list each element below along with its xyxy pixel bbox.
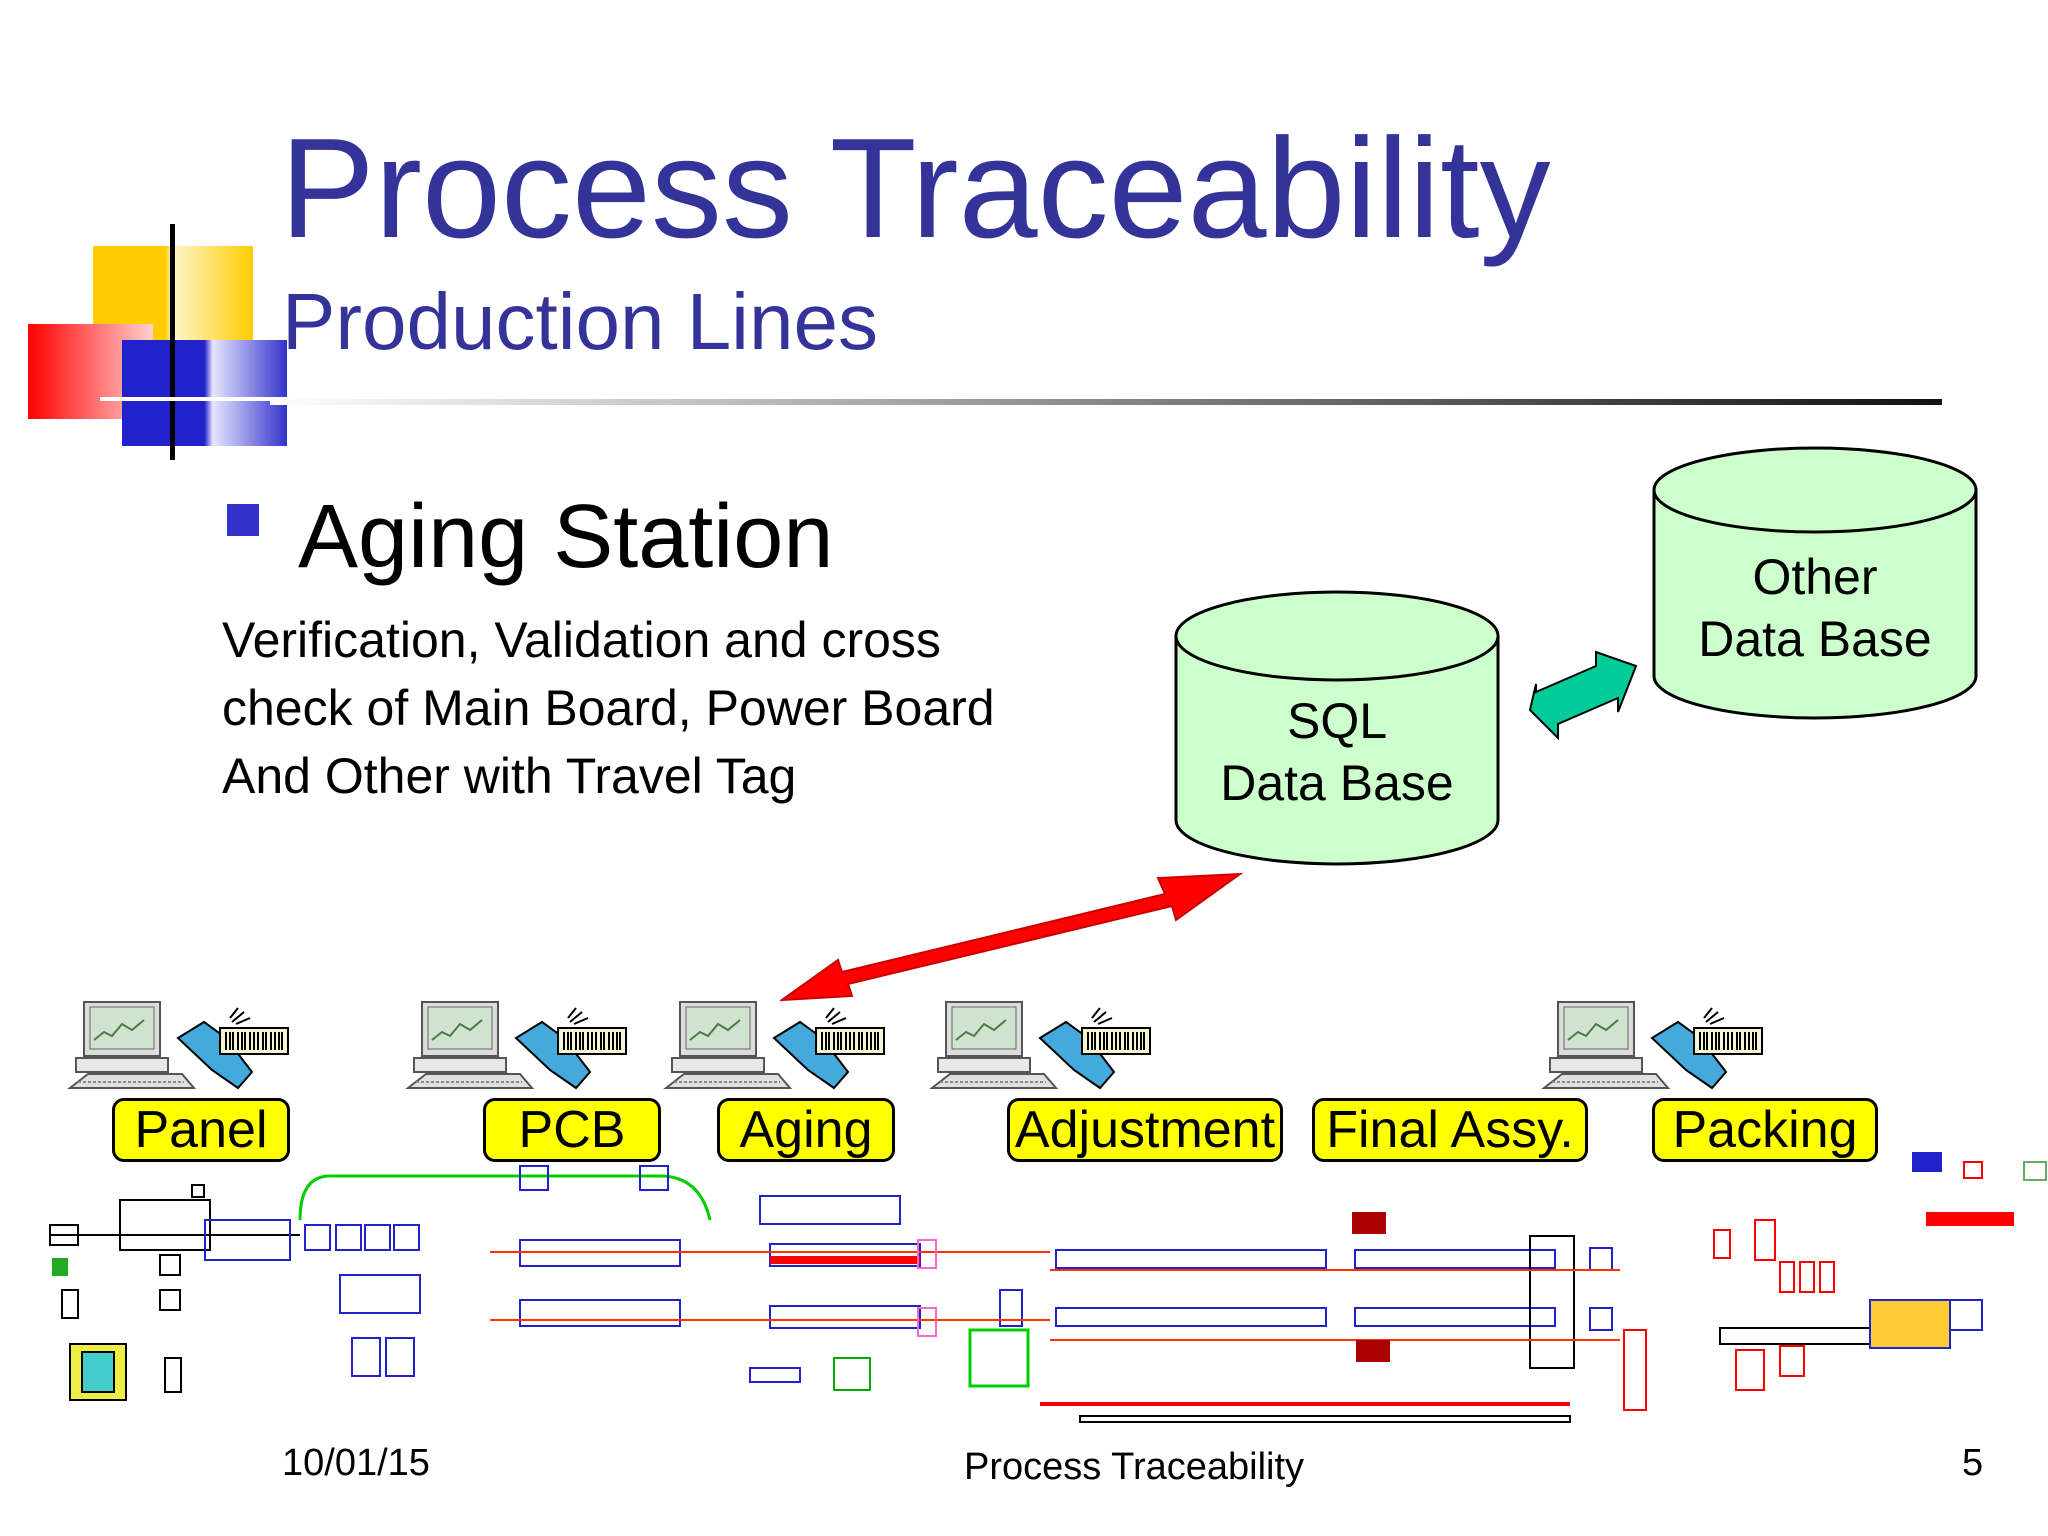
sql-database-line1: SQL	[1286, 693, 1388, 749]
workstations-row	[69, 1001, 1763, 1089]
description-line: And Other with Travel Tag	[222, 748, 797, 804]
stage-adjustment: Adjustment	[1007, 1098, 1283, 1162]
description-line: Verification, Validation and cross	[222, 612, 941, 668]
page-number: 5	[1962, 1442, 1984, 1484]
section-heading: Aging Station	[298, 487, 834, 587]
adjustment-workstation	[931, 1001, 1151, 1089]
stage-packing: Packing	[1652, 1098, 1878, 1162]
footer-title: Process Traceability	[964, 1446, 1305, 1488]
other-database-line2: Data Base	[1698, 611, 1932, 667]
description-line: check of Main Board, Power Board	[222, 680, 995, 736]
panel-workstation	[69, 1001, 289, 1089]
stage-pcb: PCB	[483, 1098, 661, 1162]
other-database-cylinder	[1652, 446, 1978, 720]
footer-date: 10/01/15	[282, 1442, 430, 1484]
stage-aging: Aging	[717, 1098, 895, 1162]
packing-workstation	[1543, 1001, 1763, 1089]
stage-panel: Panel	[112, 1098, 290, 1162]
title-divider	[270, 399, 1942, 405]
sql-database-line2: Data Base	[1220, 755, 1454, 811]
other-database-label: Other Data Base	[1654, 546, 1976, 670]
aging-workstation	[665, 1001, 885, 1089]
pcb-workstation	[407, 1001, 627, 1089]
stage-final-assy: Final Assy.	[1312, 1098, 1588, 1162]
production-line-layout	[49, 1152, 2047, 1423]
other-database-line1: Other	[1752, 549, 1878, 605]
aging-to-sql-arrow	[780, 872, 1244, 1002]
slide-subtitle: Production Lines	[282, 277, 878, 366]
sql-database-label: SQL Data Base	[1176, 690, 1498, 814]
description: Verification, Validation and cross check…	[222, 606, 995, 810]
bullet-square	[227, 504, 259, 536]
slide-title: Process Traceability	[280, 109, 1551, 268]
db-sync-arrow	[1528, 650, 1638, 741]
sql-database-cylinder	[1174, 590, 1500, 866]
decorative-logo	[28, 224, 300, 460]
